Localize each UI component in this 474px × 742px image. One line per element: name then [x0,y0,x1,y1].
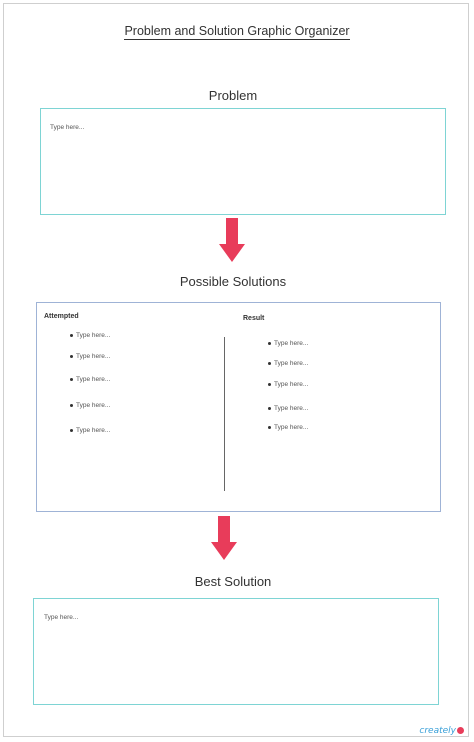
best-solution-heading: Best Solution [194,574,272,589]
page-title: Problem and Solution Graphic Organizer [0,24,474,40]
problem-heading: Problem [208,88,258,103]
result-item[interactable]: Type here... [268,381,308,388]
result-item[interactable]: Type here... [268,360,308,367]
logo-mark-icon [457,727,464,734]
result-item-text: Type here... [274,381,309,388]
result-item-text: Type here... [274,340,309,347]
page-frame [3,3,469,737]
attempted-item-text: Type here... [76,353,111,360]
best-solution-placeholder: Type here... [44,614,79,621]
bullet-icon [268,425,271,429]
problem-box[interactable]: Type here... [40,108,446,215]
bullet-icon [268,341,271,345]
attempted-item-text: Type here... [76,427,111,434]
result-label: Result [243,315,265,322]
problem-placeholder: Type here... [50,124,85,131]
bullet-icon [268,382,271,386]
bullet-icon [268,406,271,410]
bullet-icon [70,428,73,432]
down-arrow-icon [211,516,237,560]
result-item-text: Type here... [274,405,309,412]
result-item[interactable]: Type here... [268,405,308,412]
result-item[interactable]: Type here... [268,340,308,347]
logo-text: creately [419,726,456,736]
result-item[interactable]: Type here... [268,424,308,431]
bullet-icon [70,354,73,358]
attempted-item[interactable]: Type here... [70,427,110,434]
best-solution-box[interactable]: Type here... [33,598,439,705]
solutions-heading: Possible Solutions [179,274,287,289]
bullet-icon [70,333,73,337]
attempted-item[interactable]: Type here... [70,376,110,383]
solutions-box [36,302,441,512]
result-item-text: Type here... [274,360,309,367]
title-text: Problem and Solution Graphic Organizer [124,24,350,40]
attempted-item-text: Type here... [76,376,111,383]
bullet-icon [70,403,73,407]
attempted-item-text: Type here... [76,402,111,409]
creately-logo: creately [419,726,464,736]
attempted-label: Attempted [44,313,79,320]
column-divider [224,337,225,491]
bullet-icon [70,377,73,381]
attempted-item-text: Type here... [76,332,111,339]
bullet-icon [268,361,271,365]
attempted-item[interactable]: Type here... [70,353,110,360]
down-arrow-icon [219,218,245,262]
attempted-item[interactable]: Type here... [70,402,110,409]
result-item-text: Type here... [274,424,309,431]
attempted-item[interactable]: Type here... [70,332,110,339]
